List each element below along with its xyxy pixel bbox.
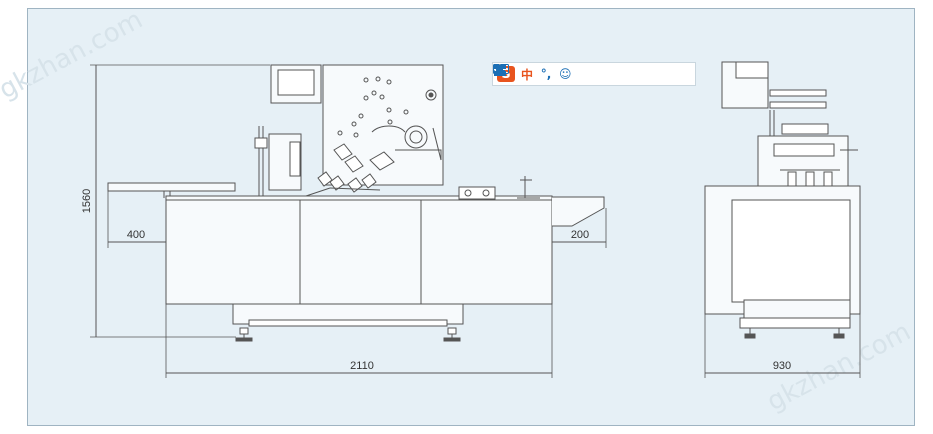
dim-label-width: 930 [773,360,791,372]
upper-plate [322,64,444,186]
ime-punct-toggle[interactable]: °, [540,67,552,81]
dim-label-length: 2110 [350,360,374,372]
main-body-front [165,199,553,305]
film-roll [404,125,428,149]
ime-toolbar[interactable]: S 中 °, ☺ [492,62,696,86]
infeed-table [107,182,236,192]
dim-label-height: 1560 [81,189,93,213]
dim-label-infeed: 400 [127,229,145,241]
outfeed-conveyor [552,196,605,227]
ime-mode-toggle[interactable]: 中 [521,67,534,82]
dim-label-outfeed: 200 [571,229,589,241]
smiley-icon[interactable]: ☺ [559,67,572,81]
upper-knob [425,89,437,101]
control-panel-screen [277,69,315,96]
